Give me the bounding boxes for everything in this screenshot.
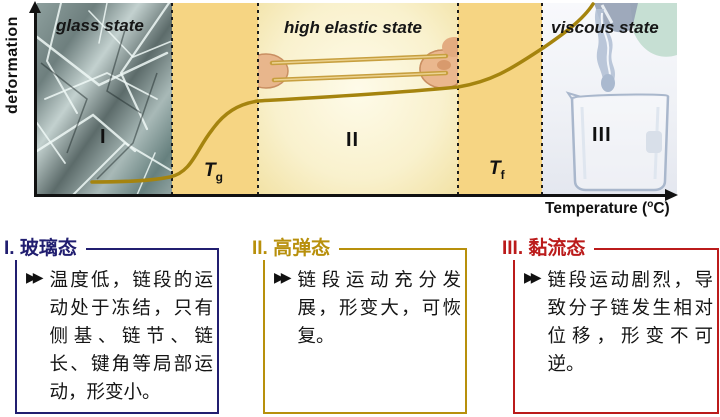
x-axis-label-main: Temperature ( [545, 200, 648, 218]
high-elastic-note-heading: II. 高弹态 [252, 238, 340, 260]
x-axis-label-end: C) [653, 200, 670, 218]
region-numeral-3: III [592, 124, 612, 146]
y-axis-label: deformation [4, 16, 21, 114]
glass-state-note-box: I. 玻璃态 ▶▶ 温度低，链段的运动处于冻结，只有侧基、链节、链长、键角等局部… [4, 238, 219, 414]
glass-state-note-heading: I. 玻璃态 [4, 238, 86, 260]
region-numeral-2: II [346, 129, 360, 151]
y-axis-arrow-icon [29, 1, 41, 13]
divider-dotted-1 [171, 3, 173, 195]
tf-symbol: T [489, 158, 501, 179]
tf-subscript: f [500, 167, 505, 182]
x-axis-label: Temperature (oC) [545, 199, 670, 218]
divider-dotted-3 [457, 3, 459, 195]
viscous-note-text: 链段运动剧烈，导致分子链发生相对位移，形变不可逆。 [547, 269, 713, 374]
high-elastic-note-text: 链段运动充分发展，形变大，可恢复。 [297, 269, 461, 346]
tg-label: Tg [204, 160, 223, 184]
divider-dotted-4 [541, 3, 543, 195]
high-elastic-note-box: II. 高弹态 ▶▶ 链段运动充分发展，形变大，可恢复。 [252, 238, 467, 414]
viscous-state-label: viscous state [551, 18, 659, 37]
x-axis-arrow-icon [665, 189, 678, 201]
region-numeral-1: I [100, 126, 107, 148]
double-arrow-icon: ▶▶ [524, 269, 541, 285]
tg-symbol: T [204, 160, 216, 181]
x-axis-label-sup: o [647, 199, 654, 210]
double-arrow-icon: ▶▶ [274, 269, 291, 285]
high-elastic-note-body: ▶▶ 链段运动充分发展，形变大，可恢复。 [265, 250, 465, 350]
viscous-note-box: III. 黏流态 ▶▶ 链段运动剧烈，导致分子链发生相对位移，形变不可逆。 [502, 238, 719, 414]
glass-state-note-text: 温度低，链段的运动处于冻结，只有侧基、链节、链长、键角等局部运动，形变小。 [49, 269, 213, 402]
glass-state-note-body: ▶▶ 温度低，链段的运动处于冻结，只有侧基、链节、链长、键角等局部运动，形变小。 [17, 250, 217, 406]
y-axis-line [34, 10, 37, 196]
viscous-note-body: ▶▶ 链段运动剧烈，导致分子链发生相对位移，形变不可逆。 [515, 250, 717, 378]
viscous-note-heading: III. 黏流态 [502, 238, 595, 260]
glass-state-label: glass state [56, 16, 144, 35]
tf-label: Tf [489, 158, 505, 182]
double-arrow-icon: ▶▶ [26, 269, 43, 285]
x-axis-line [34, 194, 668, 197]
beaker-pour-graphic [565, 3, 677, 192]
tg-subscript: g [215, 169, 223, 184]
divider-dotted-2 [257, 3, 259, 195]
high-elastic-state-label: high elastic state [284, 18, 422, 37]
thermomechanical-diagram: deformation Temperature (oC) glass state… [4, 1, 678, 218]
